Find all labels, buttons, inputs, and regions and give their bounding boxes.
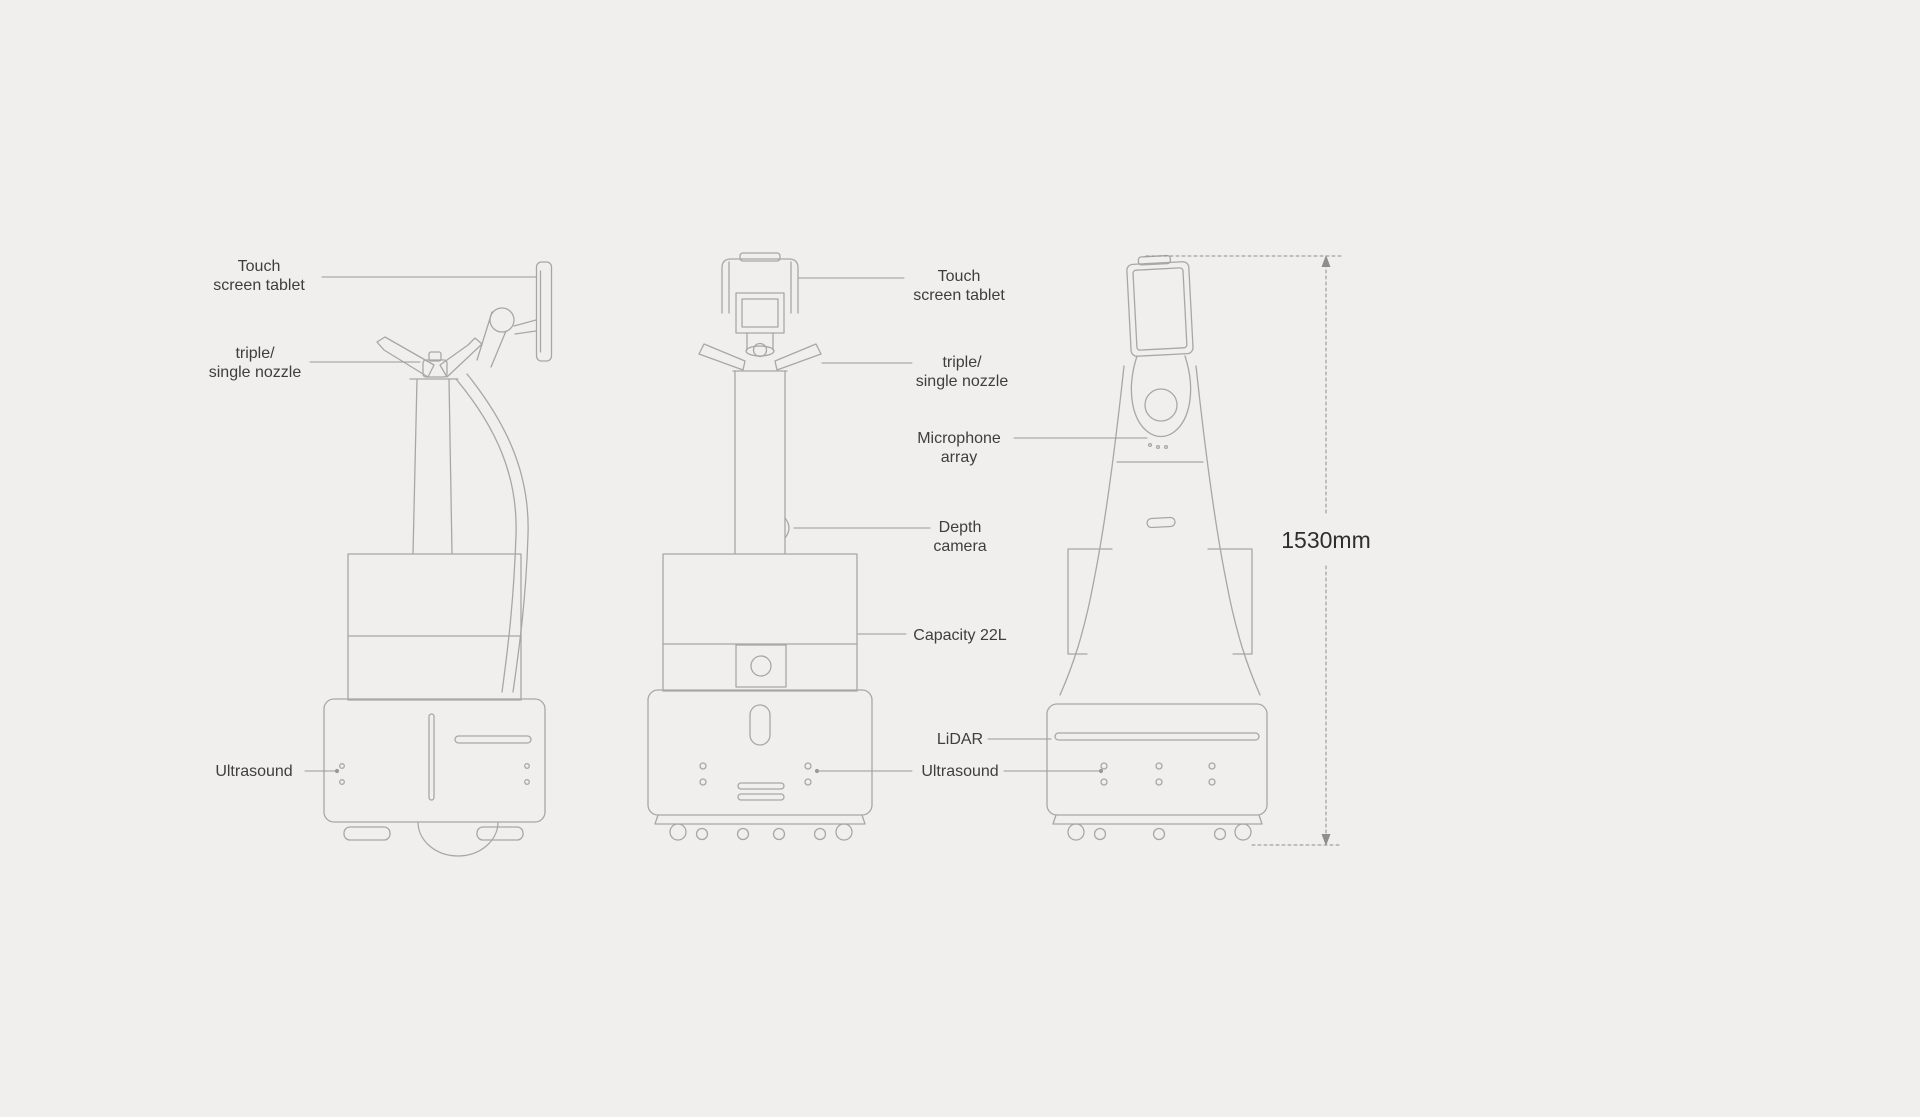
label-ultrasound-middle: Ultrasound [921,763,999,780]
leader-lines [304,276,1148,774]
label-nozzle-left: triple/ single nozzle [208,345,302,381]
label-depth-camera: Depth camera [933,519,987,555]
label-touch-screen-tablet-middle: Touch screen tablet [913,268,1005,304]
label-lidar: LiDAR [936,731,984,748]
rear-view-drawing [1046,254,1268,841]
label-touch-screen-tablet-left: Touch screen tablet [213,258,305,294]
side-view-drawing [323,261,553,857]
label-nozzle-middle: triple/ single nozzle [915,354,1009,390]
dimension-lines [1145,255,1343,846]
label-ultrasound-left: Ultrasound [215,763,293,780]
label-microphone-array: Microphone array [917,430,1001,466]
label-capacity: Capacity 22L [913,627,1007,644]
label-height-dimension: 1530mm [1278,526,1374,554]
front-view-drawing [647,252,873,841]
